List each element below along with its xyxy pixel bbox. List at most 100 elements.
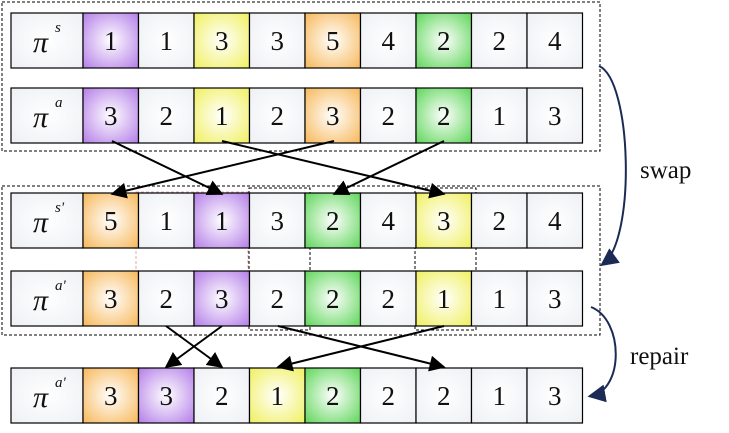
gene-value: 2 xyxy=(493,26,507,56)
gene-cell-white xyxy=(359,270,417,327)
swap-arrows xyxy=(110,140,446,199)
row-label-superscript: a' xyxy=(55,375,67,391)
gene-value: 3 xyxy=(160,381,174,411)
gene-cell-white xyxy=(526,87,584,144)
gene-cell-white xyxy=(470,192,528,249)
swap-curve-arrow xyxy=(598,65,627,267)
gene-cell-green xyxy=(304,192,362,249)
gene-value: 1 xyxy=(493,284,507,314)
gene-cell-green xyxy=(304,270,362,327)
gene-value: 3 xyxy=(215,284,229,314)
gene-cell-white xyxy=(248,192,306,249)
gene-value: 2 xyxy=(382,284,396,314)
gene-value: 4 xyxy=(382,206,396,236)
row-label-superscript: s' xyxy=(55,200,65,216)
gene-cell-white xyxy=(526,367,584,424)
gene-value: 2 xyxy=(437,26,451,56)
arrow-orange-to-pos1 xyxy=(110,140,335,199)
gene-cell-white xyxy=(359,192,417,249)
gene-cell-white xyxy=(470,87,528,144)
gene-value: 2 xyxy=(382,101,396,131)
gene-cell-yellow xyxy=(193,12,251,69)
row-label-cell xyxy=(10,270,84,327)
gene-value: 3 xyxy=(215,26,229,56)
gene-value: 2 xyxy=(493,206,507,236)
gene-value: 3 xyxy=(548,101,562,131)
gene-cell-orange xyxy=(304,87,362,144)
gene-value: 2 xyxy=(382,381,396,411)
gene-value: 1 xyxy=(493,101,507,131)
row-label-cell xyxy=(10,192,84,249)
swap-label: swap xyxy=(640,157,691,184)
arrow-green-to-pos5 xyxy=(332,140,445,195)
gene-cell-white xyxy=(137,87,195,144)
gene-value: 2 xyxy=(160,284,174,314)
row-label-cell xyxy=(10,12,84,69)
gene-cell-white xyxy=(415,367,473,424)
gene-cell-white xyxy=(137,270,195,327)
gene-cell-purple xyxy=(82,12,140,69)
gene-cell-white xyxy=(359,12,417,69)
repair-label: repair xyxy=(630,343,689,370)
gene-value: 3 xyxy=(548,381,562,411)
gene-cell-green xyxy=(415,12,473,69)
gene-cell-yellow xyxy=(415,270,473,327)
gene-value: 1 xyxy=(160,206,174,236)
gene-value: 2 xyxy=(437,381,451,411)
gene-value: 5 xyxy=(104,206,118,236)
gene-cell-white xyxy=(193,367,251,424)
gene-value: 3 xyxy=(104,284,118,314)
gene-cell-yellow xyxy=(193,87,251,144)
row-label-superscript: a' xyxy=(55,278,67,294)
gene-value: 1 xyxy=(437,284,451,314)
arrow-repair-d xyxy=(276,325,445,372)
gene-value: 3 xyxy=(326,101,340,131)
group-frame-swapped xyxy=(1,185,601,336)
gene-value: 2 xyxy=(271,284,285,314)
row-label: π xyxy=(33,26,49,59)
group-frame-original xyxy=(1,1,601,152)
gene-cell-white xyxy=(526,12,584,69)
gene-value: 1 xyxy=(215,206,229,236)
gene-value: 2 xyxy=(160,101,174,131)
gene-cell-purple xyxy=(137,367,195,424)
gene-cell-orange xyxy=(82,192,140,249)
gene-value: 1 xyxy=(215,101,229,131)
gene-value: 2 xyxy=(215,381,229,411)
gene-cell-green xyxy=(415,87,473,144)
gene-value: 5 xyxy=(326,26,340,56)
row-label: π xyxy=(33,206,49,239)
gene-cell-orange xyxy=(304,12,362,69)
arrow-yellow-to-pos7 xyxy=(221,140,446,199)
gene-value: 4 xyxy=(382,26,396,56)
gene-value: 2 xyxy=(326,206,340,236)
gene-value: 1 xyxy=(493,381,507,411)
gene-cell-white xyxy=(470,270,528,327)
arrow-purple-to-pos3 xyxy=(111,140,224,195)
repair-arrows xyxy=(164,325,446,372)
gene-value: 4 xyxy=(548,26,562,56)
gene-value: 4 xyxy=(548,206,562,236)
gene-cell-white xyxy=(248,87,306,144)
gene-value: 3 xyxy=(104,381,118,411)
gene-value: 3 xyxy=(437,206,451,236)
gene-cell-purple xyxy=(193,270,251,327)
gene-cell-white xyxy=(526,192,584,249)
row-label-superscript: s xyxy=(55,20,61,36)
row-label-cell xyxy=(10,367,84,424)
arrow-repair-b xyxy=(164,325,223,368)
gene-cell-orange xyxy=(82,367,140,424)
row-label-superscript: a xyxy=(55,95,63,111)
gene-value: 2 xyxy=(271,101,285,131)
gene-value: 2 xyxy=(326,284,340,314)
gene-value: 1 xyxy=(104,26,118,56)
row-label: π xyxy=(33,101,49,134)
gene-value: 1 xyxy=(160,26,174,56)
gene-cell-white xyxy=(248,12,306,69)
